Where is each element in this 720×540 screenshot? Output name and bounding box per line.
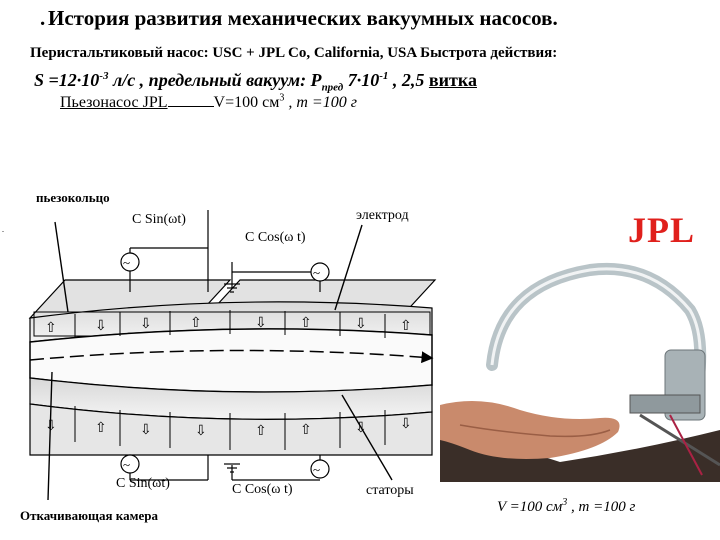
svg-text:⇧: ⇧ [95, 421, 107, 436]
svg-text:⇧: ⇧ [45, 321, 57, 336]
svg-text:⇧: ⇧ [300, 316, 312, 331]
label-sin-bottom: C Sin(ωt) [116, 476, 170, 492]
speed-line: S =12·10-3 л/с , предельный вакуум: Pпре… [34, 70, 477, 94]
speed-mid: л/с , предельный вакуум: P [108, 70, 321, 90]
piezo-mass: , m =100 г [284, 94, 357, 111]
tube-channel [30, 329, 432, 392]
caption-volume: V =100 см [497, 499, 562, 515]
svg-text:⇧: ⇧ [255, 424, 267, 439]
caption-mass: , m =100 г [567, 499, 635, 515]
svg-text:~: ~ [123, 457, 130, 472]
jpl-logo: JPL [628, 210, 695, 250]
svg-text:.: . [2, 225, 4, 234]
pressure-val: 7·10 [343, 70, 379, 90]
slide-title: . История развития механических вакуумны… [48, 6, 558, 31]
label-piezo-ring: пьезокольцо [36, 190, 110, 206]
svg-text:⇩: ⇩ [140, 317, 152, 332]
subtitle-line: Перистальтиковый насос: USC + JPL Co, Ca… [30, 45, 557, 62]
piezo-label: Пьезонасос JPL [30, 94, 168, 111]
svg-text:⇩: ⇩ [95, 319, 107, 334]
svg-text:⇩: ⇩ [255, 316, 267, 331]
svg-text:⇩: ⇩ [140, 423, 152, 438]
label-stators: статоры [366, 483, 414, 499]
speed-prefix: S =12·10 [34, 70, 99, 90]
svg-text:~: ~ [123, 255, 130, 270]
svg-text:⇧: ⇧ [400, 319, 412, 334]
label-sin-top: C Sin(ωt) [132, 212, 186, 228]
svg-text:⇧: ⇧ [300, 423, 312, 438]
piezo-volume: V=100 см [214, 94, 280, 111]
svg-text:⇩: ⇩ [355, 317, 367, 332]
bullet-dot: . [40, 6, 45, 31]
svg-text:⇧: ⇧ [190, 316, 202, 331]
label-cos-top: C Cos(ω t) [245, 230, 306, 246]
svg-text:⇩: ⇩ [400, 417, 412, 432]
svg-text:~: ~ [313, 462, 320, 477]
photo-caption: V =100 см3 , m =100 г [497, 497, 635, 516]
turns-text: витка [429, 70, 477, 90]
pump-photo: JPL [440, 200, 720, 482]
title-text: История развития механических вакуумных … [48, 6, 558, 30]
svg-text:⇩: ⇩ [195, 424, 207, 439]
label-chamber: Откачивающая камера [20, 508, 158, 524]
label-cos-bottom: C Cos(ω t) [232, 482, 293, 498]
speed-tail: , 2,5 [388, 70, 429, 90]
svg-text:~: ~ [313, 265, 320, 280]
label-electrode: электрод [356, 208, 409, 224]
